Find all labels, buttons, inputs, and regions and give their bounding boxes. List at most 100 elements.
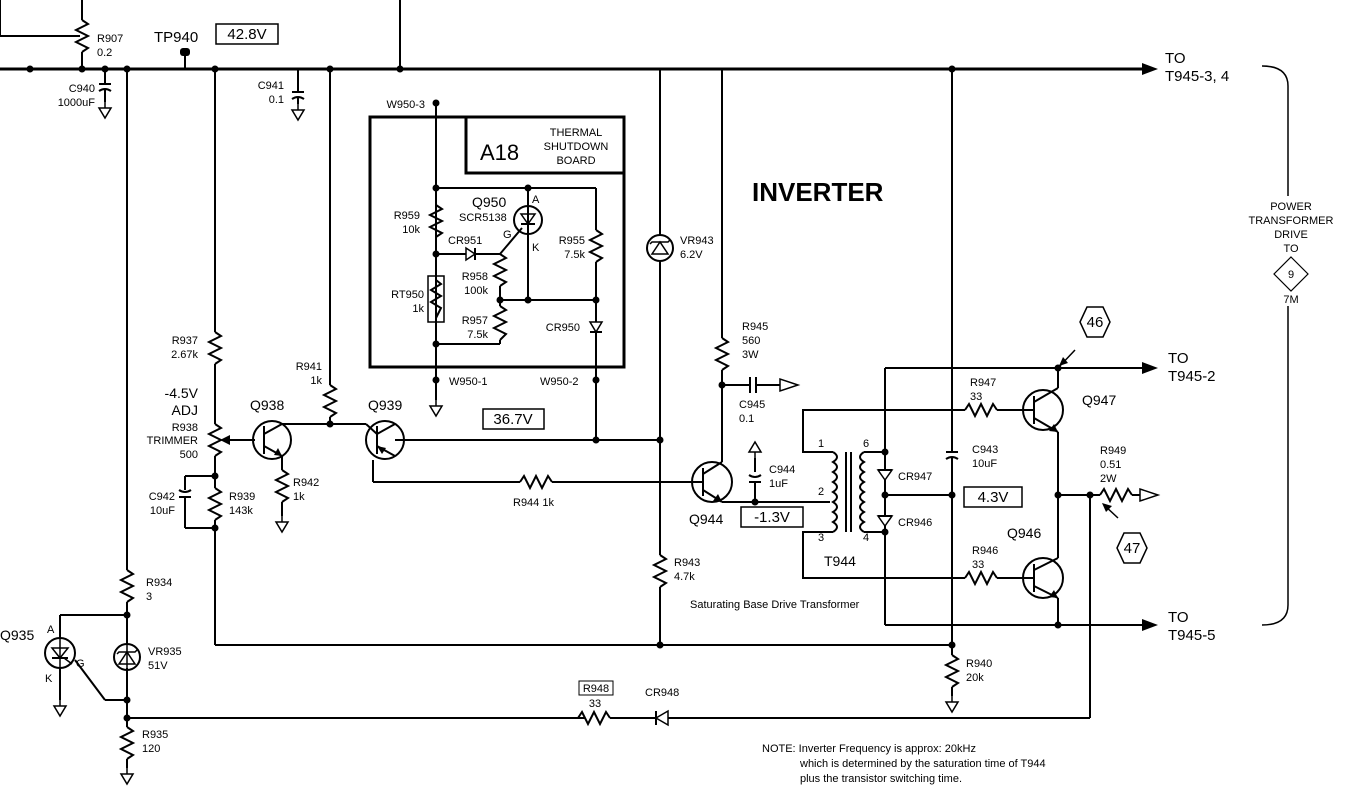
a18-line1: THERMAL xyxy=(550,127,603,139)
cr947-ref: CR947 xyxy=(898,471,932,483)
c941-val: 0.1 xyxy=(269,94,284,106)
w950-1-label: W950-1 xyxy=(449,376,488,388)
c943-val: 10uF xyxy=(972,458,997,470)
r948-val: 33 xyxy=(589,698,601,710)
r942-val: 1k xyxy=(293,491,305,503)
r939-ref: R939 xyxy=(229,491,255,503)
out-bot-dest: T945-5 xyxy=(1168,627,1216,644)
v367-label: 36.7V xyxy=(493,411,532,428)
t944-ref: T944 xyxy=(824,553,856,569)
out-bot-to: TO xyxy=(1168,609,1189,626)
c942-ref: C942 xyxy=(149,491,175,503)
c940-capacitor xyxy=(98,69,112,119)
q950-pin-a: A xyxy=(532,194,540,206)
adj-label: ADJ xyxy=(172,402,198,418)
tp940-voltage-box xyxy=(215,23,279,45)
r940-val: 20k xyxy=(966,672,984,684)
r944-ref: R944 1k xyxy=(513,497,554,509)
r940-ref: R940 xyxy=(966,658,992,670)
v43-box xyxy=(963,486,1023,508)
vneg13-box xyxy=(740,506,804,528)
vr943-zener xyxy=(646,69,674,649)
pd-line1: POWER xyxy=(1270,201,1312,213)
out-top-to: TO xyxy=(1165,50,1186,67)
r942-ref: R942 xyxy=(293,477,319,489)
adj-voltage: -4.5V xyxy=(165,385,199,401)
out-mid-dest: T945-2 xyxy=(1168,368,1216,385)
q950-val: SCR5138 xyxy=(459,212,507,224)
r947-ref: R947 xyxy=(970,377,996,389)
r948-ref: R948 xyxy=(583,683,609,695)
hex-ref-47-label: 47 xyxy=(1124,540,1141,557)
left-rail xyxy=(53,69,585,785)
rt950-val: 1k xyxy=(412,303,424,315)
vr935-val: 51V xyxy=(148,660,168,672)
r955-val: 7.5k xyxy=(564,249,585,261)
v43-label: 4.3V xyxy=(978,489,1009,506)
a18-line3: BOARD xyxy=(556,155,595,167)
r941-val: 1k xyxy=(310,375,322,387)
v367-box xyxy=(482,408,545,430)
r959-ref: R959 xyxy=(394,210,420,222)
t944-pin6: 6 xyxy=(863,438,869,450)
a18-board xyxy=(368,99,626,440)
q950-pin-g: G xyxy=(503,229,512,241)
q935-ref: Q935 xyxy=(0,627,34,643)
note-line2: which is determined by the saturation ti… xyxy=(799,758,1046,770)
q950-ref: Q950 xyxy=(472,194,506,210)
r949-val: 0.51 xyxy=(1100,459,1121,471)
vr935-ref: VR935 xyxy=(148,646,182,658)
q939-transistor xyxy=(365,420,690,491)
cr948-ref: CR948 xyxy=(645,687,679,699)
r958-ref: R958 xyxy=(462,271,488,283)
q947-ref: Q947 xyxy=(1082,392,1116,408)
q944-ref: Q944 xyxy=(689,511,723,527)
r907-ref: R907 xyxy=(97,33,123,45)
vr935-zener xyxy=(113,643,141,671)
r938-ref: R938 xyxy=(172,422,198,434)
a18-id: A18 xyxy=(480,140,519,165)
c945-ref: C945 xyxy=(739,399,765,411)
r938-val2: 500 xyxy=(180,449,198,461)
q935-scr xyxy=(44,637,76,669)
vneg13-label: -1.3V xyxy=(754,509,790,526)
hex-ref-47 xyxy=(1116,532,1148,564)
t944-pin2: 2 xyxy=(818,486,824,498)
r934-ref: R934 xyxy=(146,577,172,589)
c945-val: 0.1 xyxy=(739,413,754,425)
r935-ref: R935 xyxy=(142,729,168,741)
cr946-ref: CR946 xyxy=(898,517,932,529)
r943-val: 4.7k xyxy=(674,571,695,583)
c942-val: 10uF xyxy=(150,505,175,517)
r934-val: 3 xyxy=(146,591,152,603)
r949-val2: 2W xyxy=(1100,473,1117,485)
tp940-voltage: 42.8V xyxy=(227,26,266,43)
power-drive-bracket xyxy=(1261,65,1309,626)
bias-chain xyxy=(178,69,952,646)
r941-ref: R941 xyxy=(296,361,322,373)
vr943-ref: VR943 xyxy=(680,235,714,247)
c944-ref: C944 xyxy=(769,464,795,476)
q950-pin-k: K xyxy=(532,242,540,254)
a18-line2: SHUTDOWN xyxy=(544,141,609,153)
r945-ref: R945 xyxy=(742,321,768,333)
r958-val: 100k xyxy=(464,285,488,297)
r945-val2: 3W xyxy=(742,349,759,361)
r947-val: 33 xyxy=(970,391,982,403)
q946-ref: Q946 xyxy=(1007,525,1041,541)
r957-val: 7.5k xyxy=(467,329,488,341)
r945-val: 560 xyxy=(742,335,760,347)
c941-capacitor xyxy=(291,69,305,121)
r948-ref-box xyxy=(578,680,614,696)
pd-coord: 7M xyxy=(1283,294,1298,306)
c940-val: 1000uF xyxy=(58,97,96,109)
r943-ref: R943 xyxy=(674,557,700,569)
r946-ref: R946 xyxy=(972,545,998,557)
pd-line4: TO xyxy=(1283,243,1299,255)
r941-resistor xyxy=(321,69,366,428)
r946-val: 33 xyxy=(972,559,984,571)
r959-val: 10k xyxy=(402,224,420,236)
r957-ref: R957 xyxy=(462,315,488,327)
r935-val: 120 xyxy=(142,743,160,755)
